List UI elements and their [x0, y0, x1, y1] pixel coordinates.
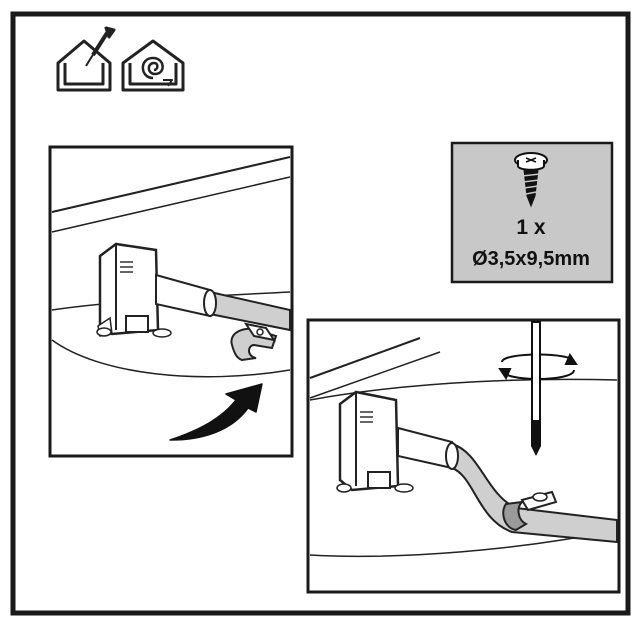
insert-arrow [169, 383, 263, 441]
terminal-block [96, 242, 172, 338]
house-with-screwdriver-icon [56, 26, 116, 92]
house-with-spiral-icon [121, 39, 185, 92]
screw-spec-box: 1 x Ø3,5x9,5mm [450, 141, 614, 284]
terminal-block-2 [336, 390, 414, 493]
power-cable-1 [155, 273, 291, 332]
cable-clamp-installed [502, 490, 558, 532]
screwdriver [531, 321, 541, 456]
step-panel-1 [48, 145, 294, 458]
screw-quantity: 1 x [516, 216, 546, 239]
power-cable-2 [397, 426, 618, 544]
cable-clamp [230, 322, 278, 362]
screw-size: Ø3,5x9,5mm [472, 248, 590, 270]
screw-icon [514, 152, 548, 208]
step-panel-2 [306, 318, 621, 594]
